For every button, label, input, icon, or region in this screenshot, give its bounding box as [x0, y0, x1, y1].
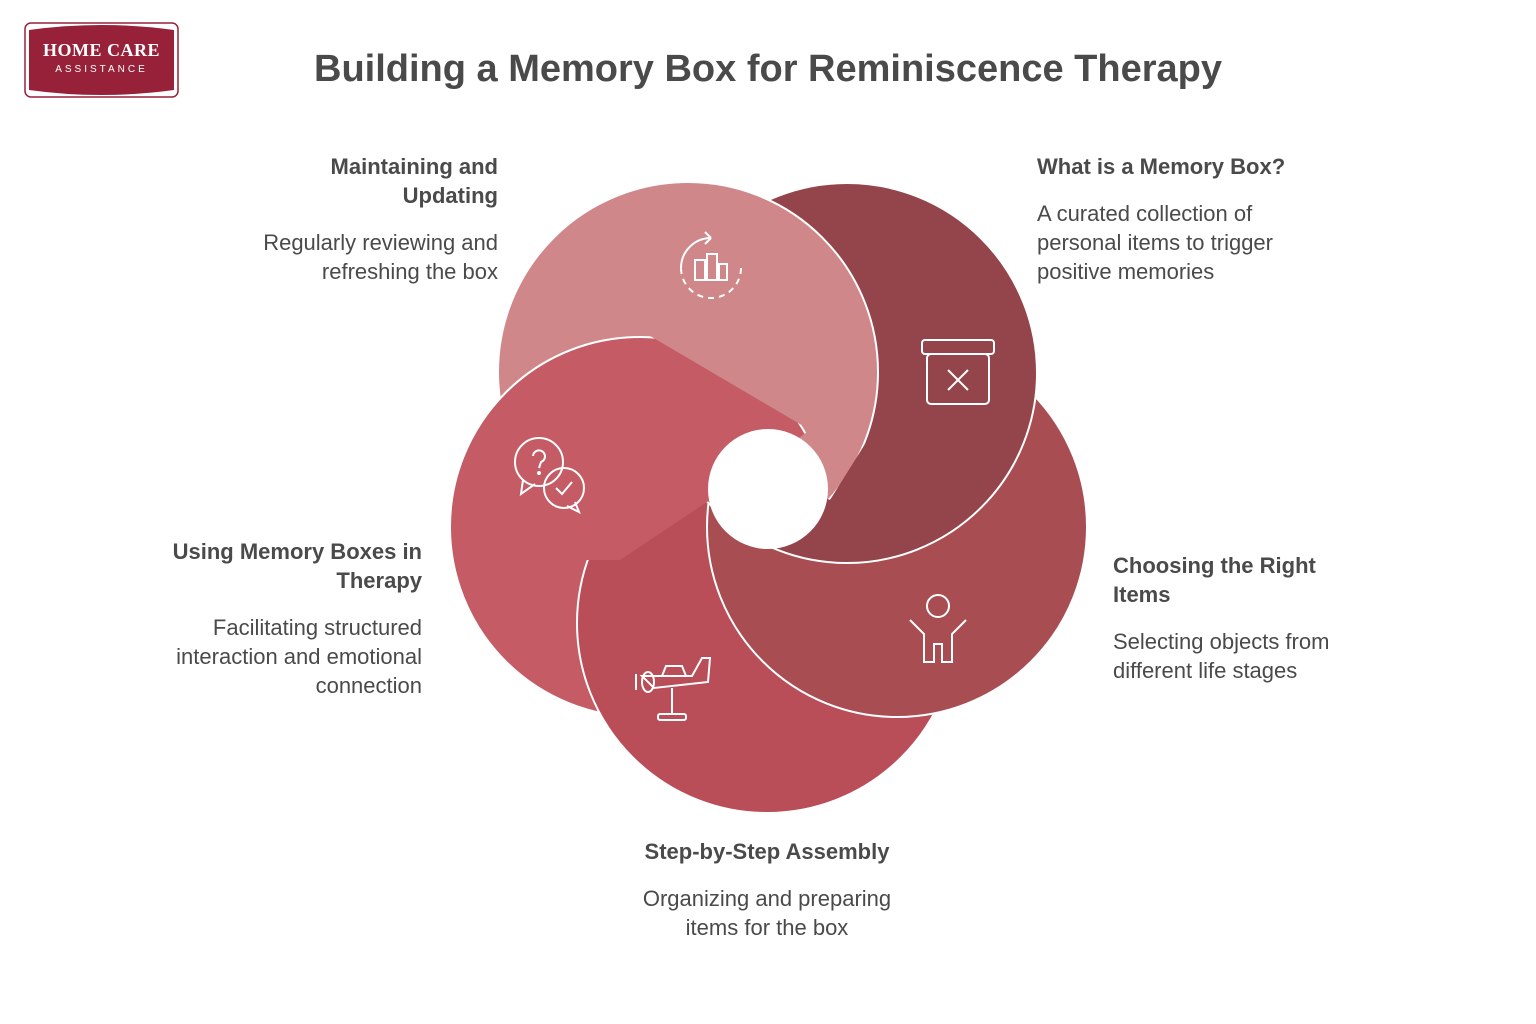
step-heading: What is a Memory Box? [1037, 154, 1286, 179]
step-maintaining: Maintaining and Updating Regularly revie… [238, 152, 498, 286]
question-answer-icon [514, 437, 585, 515]
step-description: Selecting objects from different life st… [1113, 629, 1330, 683]
step-heading: Using Memory Boxes in Therapy [172, 539, 422, 593]
step-description: Regularly reviewing and refreshing the b… [263, 230, 498, 284]
brand-name: HOME CARE [43, 40, 160, 60]
center-hole [708, 429, 828, 549]
step-heading: Step-by-Step Assembly [644, 839, 890, 864]
step-description: A curated collection of personal items t… [1037, 201, 1273, 284]
step-using: Using Memory Boxes in Therapy Facilitati… [152, 537, 422, 700]
step-choosing: Choosing the Right Items Selecting objec… [1113, 551, 1373, 685]
toy-plane-icon [635, 657, 712, 721]
refresh-icon [680, 231, 742, 300]
child-icon [909, 594, 967, 663]
step-heading: Choosing the Right Items [1113, 553, 1316, 607]
step-description: Organizing and preparing items for the b… [642, 886, 892, 940]
step-description: Facilitating structured interaction and … [176, 615, 422, 698]
brand-subtitle: ASSISTANCE [55, 64, 148, 75]
box-icon [921, 339, 995, 405]
step-what-is: What is a Memory Box? A curated collecti… [1037, 152, 1317, 286]
step-assembly: Step-by-Step Assembly Organizing and pre… [627, 837, 907, 942]
page-title: Building a Memory Box for Reminiscence T… [314, 48, 1222, 90]
brand-logo: HOME CARE ASSISTANCE [24, 22, 179, 98]
step-heading: Maintaining and Updating [330, 154, 498, 208]
